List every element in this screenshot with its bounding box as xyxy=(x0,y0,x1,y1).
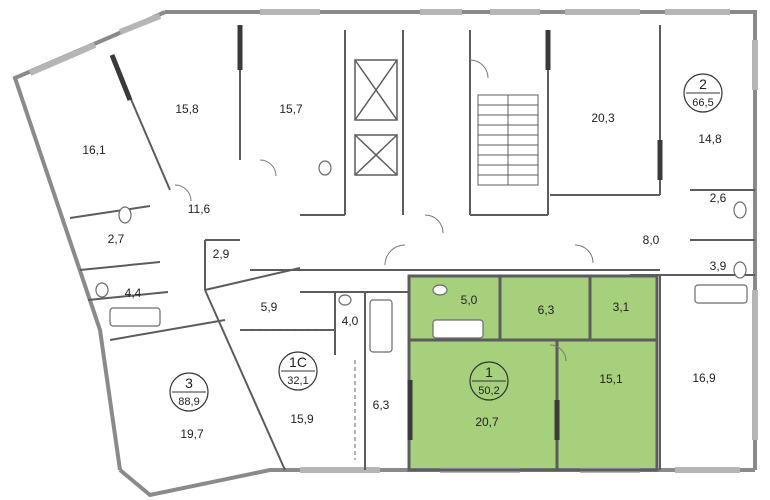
apartment-total-area: 32,1 xyxy=(287,375,308,387)
apartment-number: 2 xyxy=(699,76,707,92)
wall xyxy=(109,54,133,101)
apartment-total-area: 88,9 xyxy=(178,396,199,408)
elevator-cross xyxy=(354,134,398,176)
badge-circle xyxy=(278,351,318,391)
apartment-number: 1С xyxy=(289,354,307,370)
room-area-8-0: 8,0 xyxy=(643,233,660,247)
toilet xyxy=(432,284,448,296)
bathtub xyxy=(109,307,161,327)
room-area-19-7: 19,7 xyxy=(180,427,204,441)
wall xyxy=(79,261,161,271)
bathtub xyxy=(694,284,748,304)
window xyxy=(118,13,162,35)
room-area-2-7: 2,7 xyxy=(108,232,125,246)
window xyxy=(28,42,97,76)
badge-circle xyxy=(469,361,509,401)
room-area-20-3: 20,3 xyxy=(591,111,615,125)
door-arc xyxy=(469,59,489,79)
door-arc xyxy=(259,159,277,177)
room-area-11-6: 11,6 xyxy=(188,202,211,216)
door-arc xyxy=(174,184,192,202)
apartment-badge-1[interactable]: 1 50,2 xyxy=(469,361,509,401)
room-area-14-8: 14,8 xyxy=(698,132,722,146)
room-area-4-0: 4,0 xyxy=(342,314,359,328)
room-area-2-9: 2,9 xyxy=(213,247,230,261)
toilet xyxy=(338,294,352,306)
apartment-badge-1c[interactable]: 1С 32,1 xyxy=(278,351,318,391)
outer-wall-left-wing xyxy=(12,10,166,471)
apartment-total-area: 66,5 xyxy=(692,97,713,109)
apartment-1-outline xyxy=(407,274,659,472)
room-area-3-1: 3,1 xyxy=(613,300,630,314)
toilet xyxy=(118,206,132,224)
room-area-15-1: 15,1 xyxy=(599,372,623,386)
wall xyxy=(69,205,151,219)
wall xyxy=(204,267,301,291)
wall xyxy=(109,319,226,341)
badge-circle xyxy=(683,73,723,113)
room-area-2-6: 2,6 xyxy=(710,191,727,205)
bathtub xyxy=(432,319,484,339)
apartment-badge-3[interactable]: 3 88,9 xyxy=(169,372,209,412)
wall xyxy=(87,291,169,301)
elevator-cross xyxy=(354,59,398,121)
wall xyxy=(204,289,286,471)
room-labels: 15,8 15,7 16,1 20,3 14,8 11,6 2,7 2,9 4,… xyxy=(82,102,726,441)
room-area-5-9: 5,9 xyxy=(261,300,278,314)
stair-steps xyxy=(478,104,538,176)
door-arc xyxy=(424,214,444,234)
badge-circle xyxy=(169,372,209,412)
apartment-badge-2[interactable]: 2 66,5 xyxy=(683,73,723,113)
door-arc xyxy=(574,244,594,264)
door-arc xyxy=(549,344,567,362)
toilet xyxy=(733,201,747,219)
toilet xyxy=(95,282,109,298)
room-area-6-3: 6,3 xyxy=(538,303,555,317)
apartment-total-area: 50,2 xyxy=(478,385,499,397)
apartment-number: 1 xyxy=(485,364,493,380)
room-area-15-7: 15,7 xyxy=(279,102,303,116)
elevator xyxy=(354,59,398,121)
dashed-partitions xyxy=(240,329,356,460)
room-area-15-8: 15,8 xyxy=(175,102,199,116)
elevator xyxy=(354,134,398,176)
room-area-6-3b: 6,3 xyxy=(373,398,390,412)
room-area-5-0: 5,0 xyxy=(461,293,478,307)
doors xyxy=(174,59,594,362)
toilet xyxy=(318,160,332,176)
room-area-20-7: 20,7 xyxy=(475,415,499,429)
room-area-4-4: 4,4 xyxy=(125,286,142,300)
apartment-number: 3 xyxy=(185,375,193,391)
toilet xyxy=(733,261,747,279)
door-arc xyxy=(384,244,406,266)
bathtub xyxy=(369,299,393,353)
outer-wall-bottom xyxy=(118,468,755,498)
staircase xyxy=(477,94,539,186)
room-area-16-1: 16,1 xyxy=(82,143,106,157)
room-area-15-9: 15,9 xyxy=(290,412,314,426)
room-area-16-9: 16,9 xyxy=(692,371,716,385)
thick-walls xyxy=(109,25,663,440)
room-area-3-9: 3,9 xyxy=(710,259,727,273)
fixtures xyxy=(95,160,748,353)
elevators xyxy=(354,59,398,176)
